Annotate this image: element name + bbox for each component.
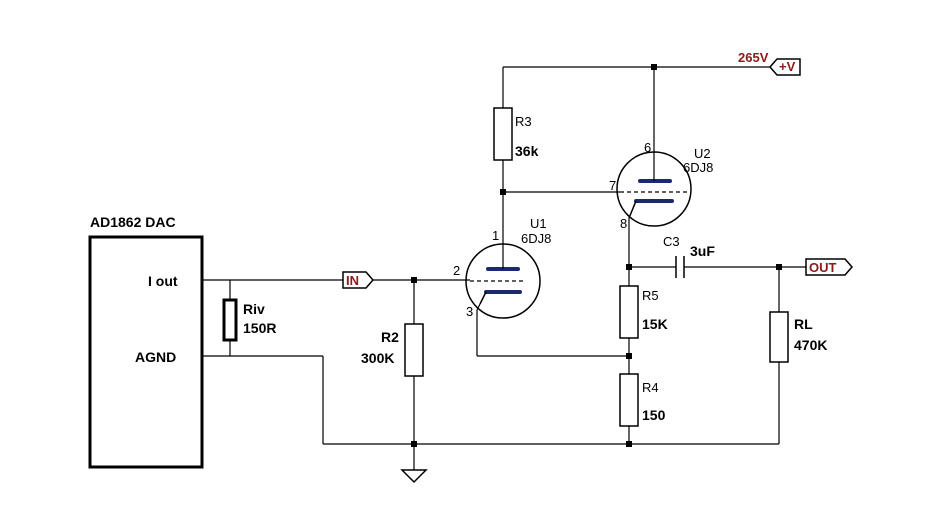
ground-symbol (400, 469, 428, 484)
supply-port-label: +V (779, 59, 796, 74)
riv-resistor (222, 298, 238, 342)
r5-ref: R5 (642, 288, 659, 303)
dac-title: AD1862 DAC (90, 214, 176, 230)
in-port: IN (342, 271, 374, 289)
r4-value: 150 (642, 407, 666, 423)
r3-value: 36k (515, 143, 539, 159)
u1-pin-cathode: 3 (466, 304, 473, 319)
r3-resistor (493, 107, 513, 161)
r2-value: 300K (361, 350, 394, 366)
u1-ref: U1 (530, 216, 547, 231)
u2-pin-plate: 6 (644, 140, 651, 155)
u2-tube (616, 151, 692, 227)
u1-pin-grid: 2 (453, 263, 460, 278)
r3-ref: R3 (515, 114, 532, 129)
r2-resistor (404, 323, 424, 377)
out-port: OUT (805, 258, 853, 276)
r5-value: 15K (642, 316, 668, 332)
riv-ref: Riv (243, 301, 265, 317)
dac-iout-label: I out (148, 273, 178, 289)
u1-part: 6DJ8 (521, 231, 551, 246)
supply-voltage-label: 265V (738, 50, 769, 65)
u1-tube (465, 243, 541, 319)
rl-ref: RL (794, 316, 813, 332)
u2-pin-cathode: 8 (620, 216, 627, 231)
u2-part: 6DJ8 (683, 160, 713, 175)
wires (202, 66, 806, 470)
u1-pin-plate: 1 (492, 228, 499, 243)
r4-resistor (619, 373, 639, 427)
c3-capacitor (675, 256, 685, 278)
dac-block (88, 235, 204, 469)
u2-pin-grid: 7 (609, 178, 616, 193)
c3-value: 3uF (690, 243, 715, 259)
in-port-label: IN (346, 273, 359, 288)
u2-ref: U2 (694, 146, 711, 161)
riv-value: 150R (243, 320, 276, 336)
c3-ref: C3 (663, 234, 680, 249)
rl-resistor (769, 311, 789, 363)
r2-ref: R2 (381, 329, 399, 345)
out-port-label: OUT (809, 260, 837, 275)
rl-value: 470K (794, 337, 827, 353)
junction-dots (411, 64, 782, 447)
dac-agnd-label: AGND (135, 349, 176, 365)
r4-ref: R4 (642, 380, 659, 395)
supply-port: +V (769, 58, 801, 76)
r5-resistor (619, 285, 639, 339)
